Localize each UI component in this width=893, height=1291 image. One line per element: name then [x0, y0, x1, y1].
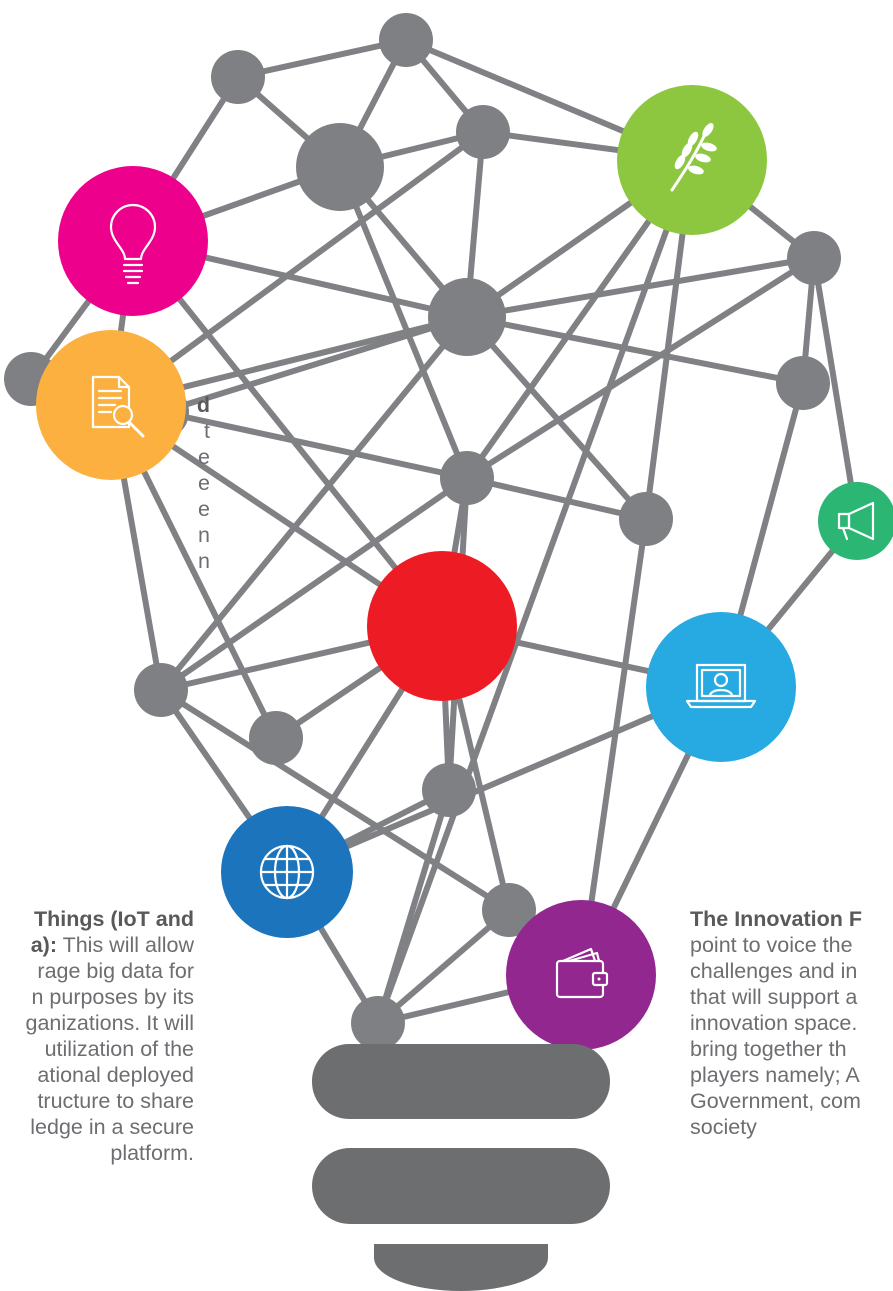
innovation-line: that will support a [690, 985, 858, 1009]
network-edge [464, 475, 649, 522]
network-node [249, 711, 303, 765]
iot-lead: a): [30, 933, 57, 957]
network-edge [158, 687, 512, 913]
innovation-line: challenges and in [690, 959, 858, 983]
bulb-base-cap [374, 1244, 548, 1291]
iot-line: ational deployed [37, 1063, 194, 1087]
wallet-node [506, 900, 656, 1050]
lightbulb-icon [109, 203, 157, 285]
left-description-fragment: d t e e e n n [170, 392, 210, 574]
network-edge [375, 157, 695, 1026]
innovation-line: Government, com [690, 1089, 861, 1113]
network-edge [464, 255, 817, 320]
innovation-line: innovation space. [690, 1011, 858, 1035]
network-node [440, 451, 494, 505]
network-node [211, 50, 265, 104]
left-fragment-line: n [198, 549, 210, 573]
iot-line: ledge in a secure [30, 1115, 194, 1139]
network-nodes [4, 13, 893, 1050]
laptop-user-icon [685, 663, 757, 709]
megaphone-icon [837, 501, 875, 541]
left-fragment-line: e [198, 471, 210, 495]
network-node [422, 763, 476, 817]
network-edge [284, 684, 724, 875]
innovation-line: society [690, 1115, 757, 1139]
network-edge [578, 516, 649, 978]
wheat-icon [670, 123, 717, 192]
iot-line: n purposes by its [31, 985, 194, 1009]
bulb-base-bar-bottom [312, 1148, 610, 1224]
innovation-line: players namely; A [690, 1063, 860, 1087]
network-edge [464, 314, 806, 386]
document-search-icon [91, 375, 145, 438]
iot-line: rage big data for [37, 959, 194, 983]
network-node [296, 123, 384, 211]
left-fragment-line: e [198, 445, 210, 469]
network-edge [158, 314, 470, 693]
innovation-line: bring together th [690, 1037, 847, 1061]
network-node [787, 231, 841, 285]
iot-line: tructure to share [37, 1089, 194, 1113]
bulb-node [58, 166, 208, 316]
network-edge [464, 255, 817, 481]
network-edge [375, 787, 452, 1026]
bulb-base [312, 1044, 610, 1291]
network-edge [158, 475, 470, 693]
network-edge [464, 314, 649, 522]
network-node [379, 13, 433, 67]
network-edge [375, 907, 512, 1026]
bulb-base-bar-top [312, 1044, 610, 1119]
globe-icon [259, 844, 315, 900]
network-edge [159, 314, 470, 415]
network-node [351, 996, 405, 1050]
innovation-fund-description: The Innovation F point to voice the chal… [690, 906, 893, 1140]
network-node [134, 663, 188, 717]
iot-first-line: This will allow [57, 933, 194, 957]
network-edge [130, 238, 445, 629]
iot-title: Things (IoT and [33, 907, 194, 931]
network-node [776, 356, 830, 410]
network-node [619, 492, 673, 546]
iot-description: Things (IoT and a): This will allow rage… [0, 906, 195, 1166]
mega-node [818, 482, 893, 560]
innovation-line: point to voice the [690, 933, 853, 957]
network-node [456, 105, 510, 159]
iot-line: utilization of the [44, 1037, 194, 1061]
innovation-title: The Innovation F [690, 907, 862, 931]
left-fragment-line: e [198, 497, 210, 521]
network-edge [235, 37, 409, 80]
iot-line: platform. [110, 1141, 194, 1165]
network-edge [108, 129, 486, 408]
left-fragment-line: n [198, 523, 210, 547]
network-edge [811, 255, 860, 524]
network-node [428, 278, 506, 356]
left-fragment-line: t [204, 419, 210, 443]
network-edge [159, 409, 470, 481]
network-node [482, 883, 536, 937]
center-hub-node [367, 551, 517, 701]
left-fragment-title: d [196, 393, 210, 417]
wallet-icon [555, 947, 609, 999]
iot-line: ganizations. It will [25, 1011, 195, 1035]
